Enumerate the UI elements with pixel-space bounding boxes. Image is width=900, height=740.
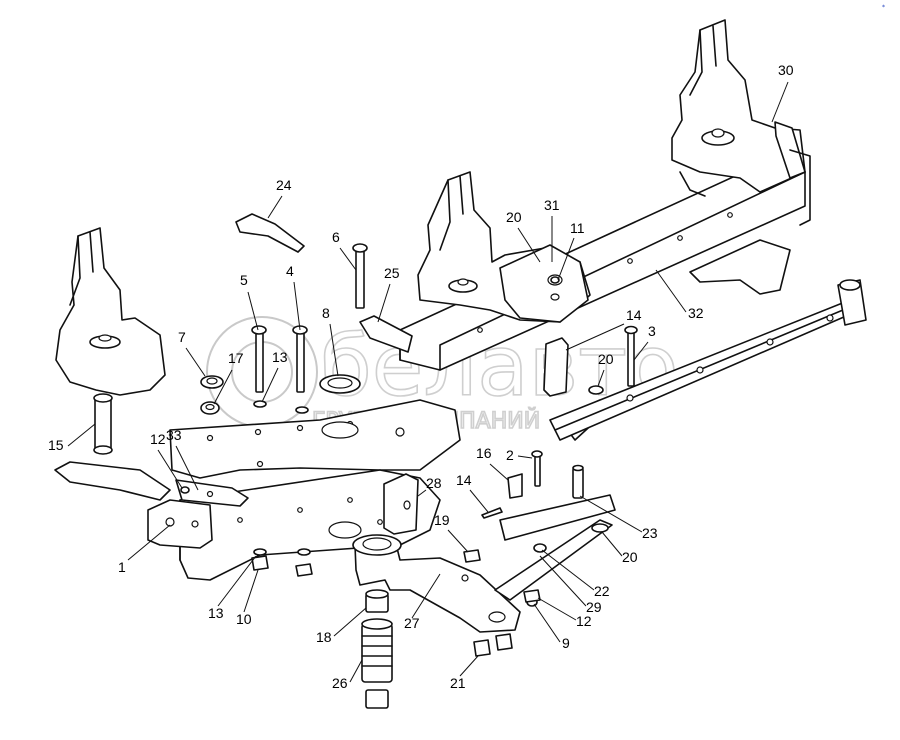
leader-9 [533,603,561,643]
callout-17: 17 [228,350,244,366]
tie-rod-assembly [494,279,867,601]
callout-2: 2 [506,447,514,463]
callout-27: 27 [404,615,420,631]
callout-13a: 13 [272,349,288,365]
mid-bracket-assembly [417,171,591,323]
callout-11: 11 [570,220,585,236]
leader-28 [417,489,427,497]
callout-23: 23 [642,525,658,541]
callout-19: 19 [434,512,450,528]
callout-10: 10 [236,611,252,627]
leader-30 [771,81,789,123]
leader-20c [601,531,623,557]
callout-20b: 20 [598,351,614,367]
leader-27 [411,573,441,619]
leader-12a [157,449,183,489]
callout-12a: 12 [150,431,166,447]
leader-12b [537,597,577,621]
callout-21: 21 [450,675,466,691]
callout-3: 3 [648,323,656,339]
callout-32: 32 [688,305,704,321]
leader-10 [243,569,259,613]
callout-5: 5 [240,272,248,288]
left-bracket-assembly [54,227,171,501]
leader-5 [247,291,259,331]
callout-24: 24 [276,177,292,193]
leader-14b [469,489,489,513]
steering-arm-casting [352,534,521,633]
leader-13a [261,367,279,403]
callout-4: 4 [286,263,294,279]
callout-14a: 14 [626,307,642,323]
corner-mark: * [882,4,885,11]
callout-28: 28 [426,475,442,491]
leader-20a [517,227,541,263]
callout-20c: 20 [622,549,638,565]
leader-19 [447,529,469,553]
leader-20b [597,369,605,387]
callout-1: 1 [118,559,126,575]
leader-8 [329,323,339,377]
leader-16 [489,463,509,481]
leader-6 [339,247,357,271]
lower-frame [147,469,441,581]
callout-7: 7 [178,329,186,345]
leader-33 [175,445,199,491]
callout-18: 18 [316,629,332,645]
callout-6: 6 [332,229,340,245]
callout-26: 26 [332,675,348,691]
leader-25 [377,283,391,323]
leader-13b [217,555,257,607]
callout-20a: 20 [506,209,522,225]
leader-14a [565,323,625,351]
callout-16: 16 [476,445,492,461]
leader-4 [293,281,301,331]
callout-30: 30 [778,62,794,78]
leader-3 [633,341,649,361]
leader-18 [333,607,367,637]
callout-9: 9 [562,635,570,651]
callout-12b: 12 [576,613,592,629]
callout-8: 8 [322,305,330,321]
right-bracket-assembly [671,19,811,226]
callout-25: 25 [384,265,400,281]
leader-23 [579,495,643,533]
small-fasteners [93,213,638,709]
leader-2 [517,455,533,459]
leader-32 [655,269,687,313]
callout-22: 22 [594,583,610,599]
leader-15 [67,423,96,447]
leader-1 [127,524,171,561]
main-cross-plate [169,399,461,479]
callout-13b: 13 [208,605,224,621]
leader-24 [267,195,283,219]
leader-29 [539,555,587,607]
leader-11 [557,237,575,281]
callout-31: 31 [544,197,560,213]
leader-26 [349,659,363,683]
leader-22 [541,549,595,591]
callout-29: 29 [586,599,602,615]
callout-15: 15 [48,437,64,453]
leader-17 [213,369,233,405]
callout-14b: 14 [456,472,472,488]
leader-7 [185,347,206,377]
callout-33: 33 [166,427,182,443]
leader-21 [459,655,479,677]
callout-leaders [67,81,789,683]
